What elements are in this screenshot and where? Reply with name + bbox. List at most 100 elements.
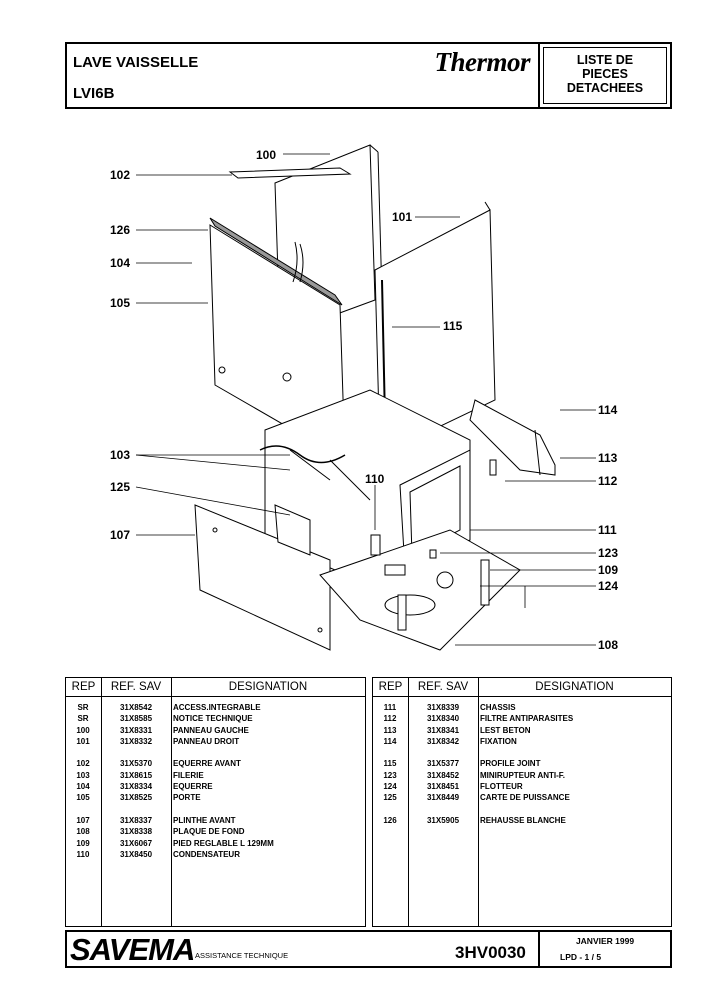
designation-cell: CONDENSATEUR bbox=[173, 849, 240, 859]
title-area: LAVE VAISSELLE LVI6B Thermor bbox=[67, 44, 540, 107]
rep-cell: 109 bbox=[76, 838, 90, 848]
document-code: 3HV0030 bbox=[455, 943, 526, 962]
ref-cell: 31X8585 bbox=[119, 714, 153, 724]
doc-type-line: PIECES bbox=[582, 67, 628, 81]
ref-cell: 31X8339 bbox=[426, 703, 460, 712]
model-number: LVI6B bbox=[73, 85, 115, 102]
designation-cell: CARTE DE PUISSANCE bbox=[480, 793, 570, 803]
ref-cell: 31X8342 bbox=[426, 736, 460, 746]
designation-cell: LEST BETON bbox=[480, 725, 531, 735]
savema-logo: SAVEMA bbox=[70, 932, 195, 967]
product-title: LAVE VAISSELLE bbox=[73, 54, 199, 71]
table-row: 104 31X8334 EQUERRE bbox=[66, 781, 365, 792]
callout-label: 123 bbox=[598, 546, 619, 560]
table-row: SR 31X8585 NOTICE TECHNIQUE bbox=[66, 713, 365, 724]
doc-type-frame: LISTE DE PIECES DETACHEES bbox=[543, 47, 667, 104]
rep-cell: SR bbox=[77, 714, 89, 724]
title-block: LAVE VAISSELLE LVI6B Thermor LISTE DE PI… bbox=[65, 42, 672, 109]
designation-cell: NOTICE TECHNIQUE bbox=[173, 714, 253, 724]
doc-type-box: LISTE DE PIECES DETACHEES bbox=[538, 44, 670, 107]
column-header-rep: REP bbox=[373, 678, 408, 697]
rep-cell: 113 bbox=[383, 725, 397, 735]
ref-cell: 31X8525 bbox=[119, 793, 153, 803]
table-row: 109 31X6067 PIED REGLABLE L 129MM bbox=[66, 838, 365, 849]
callout-label: 100 bbox=[256, 148, 277, 162]
table-row: 113 31X8341 LEST BETON bbox=[373, 725, 671, 736]
row-spacer bbox=[66, 747, 365, 758]
designation-cell: EQUERRE bbox=[173, 782, 213, 792]
callout-label: 110 bbox=[365, 472, 385, 486]
rep-cell: 104 bbox=[76, 782, 90, 792]
front-bracket-drawing bbox=[228, 167, 352, 179]
exploded-view-drawing: 100 102 126 104 105 101 115 114 103 113 … bbox=[0, 130, 707, 670]
door-drawing bbox=[209, 217, 346, 461]
column-header-designation: DESIGNATION bbox=[478, 678, 671, 697]
doc-type-line: LISTE DE bbox=[576, 53, 634, 67]
ref-cell: 31X8449 bbox=[426, 793, 460, 803]
rep-cell: 115 bbox=[383, 759, 397, 769]
leader-lines bbox=[135, 153, 596, 646]
designation-cell: CHASSIS bbox=[480, 703, 516, 712]
callout-label: 124 bbox=[598, 579, 619, 593]
callout-label: 108 bbox=[598, 638, 619, 652]
footer-block: SAVEMA ASSISTANCE TECHNIQUE 3HV0030 JANV… bbox=[65, 930, 672, 968]
rep-cell: 100 bbox=[76, 725, 90, 735]
ref-cell: 31X8450 bbox=[119, 849, 153, 859]
callout-label: 125 bbox=[110, 480, 131, 494]
row-spacer bbox=[373, 804, 671, 815]
page-number: LPD - 1 / 5 bbox=[560, 952, 602, 962]
ref-cell: 31X8340 bbox=[426, 714, 460, 724]
ref-cell: 31X8334 bbox=[119, 782, 153, 792]
row-spacer bbox=[373, 747, 671, 758]
rep-cell: 123 bbox=[383, 770, 397, 780]
column-header-ref: REF. SAV bbox=[408, 678, 478, 697]
designation-cell: MINIRUPTEUR ANTI-F. bbox=[480, 770, 566, 780]
row-spacer bbox=[66, 804, 365, 815]
ref-cell: 31X6067 bbox=[119, 838, 153, 848]
parts-table-right: REP REF. SAV DESIGNATION 111 31X8339 CHASS… bbox=[372, 677, 672, 927]
callout-label: 111 bbox=[598, 523, 617, 537]
ref-cell: 31X8331 bbox=[119, 725, 153, 735]
callout-label: 102 bbox=[110, 168, 131, 182]
designation-cell: PROFILE JOINT bbox=[480, 759, 541, 769]
rep-cell: 101 bbox=[76, 736, 90, 746]
callout-label: 115 bbox=[443, 319, 463, 333]
wiring-drawing bbox=[259, 445, 346, 464]
table-row: 111 31X8339 CHASSIS bbox=[373, 702, 671, 713]
rep-cell: 107 bbox=[76, 815, 90, 825]
callout-label: 114 bbox=[598, 403, 618, 417]
callout-label: 112 bbox=[598, 474, 618, 488]
column-divider bbox=[101, 678, 102, 926]
ref-cell: 31X8542 bbox=[119, 703, 153, 712]
designation-cell: PLAQUE DE FOND bbox=[173, 827, 245, 837]
rep-cell: 111 bbox=[383, 703, 397, 712]
designation-cell: EQUERRE AVANT bbox=[173, 759, 241, 769]
rep-cell: 124 bbox=[383, 782, 397, 792]
column-header-designation: DESIGNATION bbox=[171, 678, 365, 697]
callout-label: 109 bbox=[598, 563, 619, 577]
designation-cell: FILERIE bbox=[173, 770, 204, 780]
designation-cell: PIED REGLABLE L 129MM bbox=[173, 838, 274, 848]
callout-label: 105 bbox=[110, 296, 131, 310]
doc-type-line: DETACHEES bbox=[566, 81, 644, 95]
ref-cell: 31X8341 bbox=[426, 725, 460, 735]
right-panel-drawing bbox=[374, 201, 496, 456]
callout-label: 104 bbox=[110, 256, 131, 270]
ref-cell: 31X8615 bbox=[119, 770, 153, 780]
document-date: JANVIER 1999 bbox=[575, 936, 635, 946]
ref-cell: 31X8452 bbox=[426, 770, 460, 780]
callout-label: 126 bbox=[110, 223, 131, 237]
ballast-drawing bbox=[469, 399, 556, 476]
